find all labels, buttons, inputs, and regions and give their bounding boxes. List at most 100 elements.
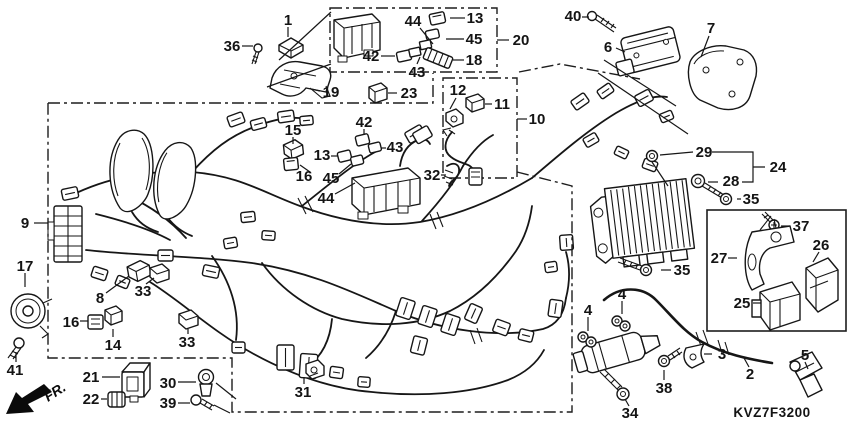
fuse-45-top xyxy=(424,28,441,41)
part-label-18: 18 xyxy=(466,52,483,69)
fuse-13-top xyxy=(428,11,447,26)
bracket-27 xyxy=(744,215,795,291)
part-label-39: 39 xyxy=(160,395,177,412)
part-label-43: 43 xyxy=(409,64,426,81)
part-label-42: 42 xyxy=(356,114,373,131)
leader-lines xyxy=(15,11,820,414)
fuse-box-top xyxy=(333,13,381,63)
part-label-31: 31 xyxy=(295,384,312,401)
part-label-45: 45 xyxy=(466,31,483,48)
part-label-20: 20 xyxy=(513,32,530,49)
part-label-33: 33 xyxy=(179,334,196,351)
part-label-44: 44 xyxy=(405,13,422,30)
wire-connector xyxy=(90,265,109,282)
wire-connector xyxy=(634,88,654,108)
wire-connector xyxy=(417,304,438,329)
connector-11 xyxy=(465,93,485,113)
wire-connector xyxy=(357,376,371,388)
grommet-4-left xyxy=(577,331,597,348)
part-label-11: 11 xyxy=(494,96,510,113)
multipin-connector xyxy=(47,205,83,263)
fuse-13-mid xyxy=(336,149,353,163)
wire-connector xyxy=(222,236,239,250)
part-label-19: 19 xyxy=(323,84,340,101)
connector-16-mid xyxy=(282,156,300,172)
wire-connector xyxy=(613,145,630,160)
wire-connector xyxy=(395,296,416,321)
wire-connector xyxy=(261,229,276,242)
part-label-28: 28 xyxy=(723,173,740,190)
bolt-40 xyxy=(586,10,617,33)
screw-36 xyxy=(251,43,263,65)
wire-connector xyxy=(276,344,295,371)
bracket-19 xyxy=(269,60,332,99)
fuse-45-mid xyxy=(349,154,365,167)
part-label-44: 44 xyxy=(318,190,335,207)
part-label-30: 30 xyxy=(160,375,177,392)
grommet-29 xyxy=(645,149,659,163)
wire-connector xyxy=(226,111,246,128)
fuse-42-mid xyxy=(354,133,371,147)
group-box-9 xyxy=(47,73,573,413)
plug-wire-2 xyxy=(602,288,774,365)
part-label-29: 29 xyxy=(696,144,713,161)
screw-38 xyxy=(657,347,683,368)
screw-37 xyxy=(761,211,780,231)
wire-connector xyxy=(658,109,675,124)
part-label-35: 35 xyxy=(743,191,760,208)
wire-connector xyxy=(157,249,174,262)
rubber-mount-26 xyxy=(805,257,839,313)
clamp-3 xyxy=(683,343,705,369)
fuse-box-44-mid xyxy=(351,125,433,220)
part-label-34: 34 xyxy=(622,405,639,422)
part-label-42: 42 xyxy=(363,48,380,65)
connector-33-upper xyxy=(149,263,170,284)
relay-23 xyxy=(368,82,388,104)
part-label-15: 15 xyxy=(285,122,302,139)
part-label-4: 4 xyxy=(618,286,627,303)
ecu-6 xyxy=(615,26,681,77)
part-label-5: 5 xyxy=(801,347,809,364)
part-label-17: 17 xyxy=(17,258,34,275)
part-label-16: 16 xyxy=(296,168,313,185)
part-label-1: 1 xyxy=(284,12,292,29)
part-label-9: 9 xyxy=(21,215,29,232)
wire-connector xyxy=(547,298,564,319)
part-label-43: 43 xyxy=(387,139,404,156)
wire-connector xyxy=(517,328,535,343)
fr-direction-arrow: FR. xyxy=(6,379,69,414)
connector-33-lower xyxy=(178,309,199,330)
grommet-4-right xyxy=(611,315,631,332)
part-label-38: 38 xyxy=(656,380,673,397)
part-label-2: 2 xyxy=(746,366,754,383)
part-label-16: 16 xyxy=(63,314,80,331)
part-label-32: 32 xyxy=(424,167,441,184)
part-label-37: 37 xyxy=(793,218,810,235)
washer-28 xyxy=(690,173,706,189)
wire-connector xyxy=(201,264,221,279)
part-label-26: 26 xyxy=(813,237,830,254)
connector-18 xyxy=(422,47,454,69)
part-label-8: 8 xyxy=(96,290,104,307)
part-label-23: 23 xyxy=(401,85,418,102)
harness-boot-right xyxy=(153,141,197,220)
wire-connector xyxy=(240,210,256,224)
bolt-39 xyxy=(190,394,215,411)
diagram-code: KVZ7F3200 xyxy=(733,405,810,420)
wire-connector xyxy=(570,92,590,111)
bolt-35-upper xyxy=(701,182,733,206)
part-label-35: 35 xyxy=(674,262,691,279)
wire-connector xyxy=(582,132,600,148)
wire-connector xyxy=(409,335,429,356)
part-label-27: 27 xyxy=(711,250,728,267)
wire-connector xyxy=(231,341,246,354)
wire-connector xyxy=(328,365,345,380)
wire-connector xyxy=(440,312,461,337)
part-label-3: 3 xyxy=(718,346,726,363)
bolt-34 xyxy=(599,368,630,401)
clip-31 xyxy=(305,359,325,380)
connector-14 xyxy=(104,305,123,326)
part-label-33: 33 xyxy=(135,283,152,300)
